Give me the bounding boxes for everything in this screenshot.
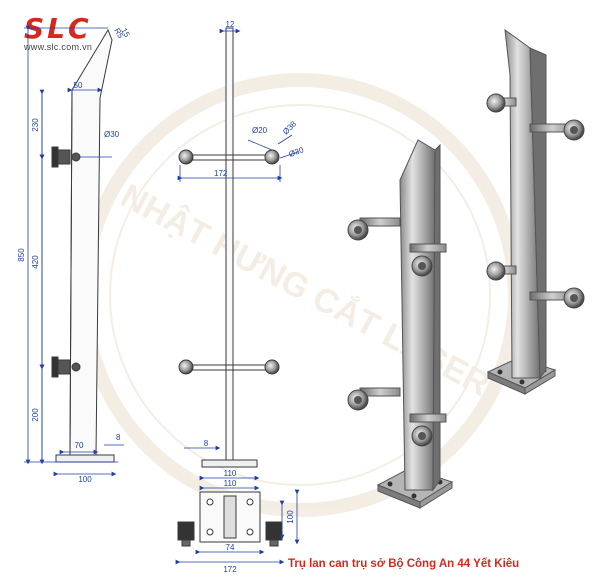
dim-top-width: 50 xyxy=(74,81,83,90)
render-front-clamp-upper-right xyxy=(409,243,447,277)
dim-plate-depth: 100 xyxy=(286,510,295,524)
post-render-back xyxy=(486,28,585,395)
side-view-dimensions xyxy=(24,25,124,477)
render-back-clamp-upper-left xyxy=(486,93,517,113)
brand-logo: SLC www.slc.com.vn xyxy=(10,6,108,52)
render-back-clamp-lower-right xyxy=(529,287,585,309)
render-front-clamp-lower-left xyxy=(347,387,401,411)
render-back-clamp-upper-right xyxy=(529,119,585,141)
post-render-front xyxy=(347,139,454,509)
dim-middle-segment: 420 xyxy=(31,255,40,269)
dim-total-height: 850 xyxy=(17,248,26,262)
side-view xyxy=(51,28,115,463)
dim-inner-span: 74 xyxy=(226,543,235,552)
side-clamp-lower xyxy=(51,356,81,378)
front-view xyxy=(178,27,280,468)
side-clamp-upper xyxy=(51,146,81,168)
dim-front-base-width-1: 110 xyxy=(224,469,237,478)
brand-url: www.slc.com.vn xyxy=(24,42,93,52)
render-back-clamp-lower-left xyxy=(486,261,517,281)
dim-clamp-dia: Ø30 xyxy=(104,130,120,139)
watermark: NHẬT HƯNG CẮT LASER xyxy=(78,73,522,517)
dim-top-segment: 230 xyxy=(31,118,40,132)
plan-view-dim-labels: 100 74 172 xyxy=(223,510,295,574)
dim-front-clamp-dia: Ø30 xyxy=(288,145,306,159)
drawing-caption: Trụ lan can trụ sở Bộ Công An 44 Yết Kiê… xyxy=(288,558,520,570)
front-view-dimensions xyxy=(177,28,299,491)
dim-base-width: 100 xyxy=(78,475,92,484)
render-front-clamp-lower-right xyxy=(409,413,447,447)
dim-front-base-thickness: 8 xyxy=(204,439,209,448)
dim-post-width: 12 xyxy=(226,20,235,29)
plan-view xyxy=(177,491,283,547)
dim-base-thickness: 8 xyxy=(116,433,121,442)
dim-arm-span: 172 xyxy=(214,169,228,178)
plan-view-dimensions xyxy=(175,489,300,565)
dim-pin-dia-large: Ø38 xyxy=(281,119,298,136)
brand-name: SLC xyxy=(24,12,92,45)
render-front-clamp-upper-left xyxy=(347,217,401,241)
dim-bottom-segment: 200 xyxy=(31,408,40,422)
dim-front-base-width-2: 110 xyxy=(224,479,237,488)
dim-base-offset: 70 xyxy=(75,441,84,450)
dim-outer-span: 172 xyxy=(223,565,237,574)
dim-pin-dia-small: Ø20 xyxy=(252,126,268,135)
